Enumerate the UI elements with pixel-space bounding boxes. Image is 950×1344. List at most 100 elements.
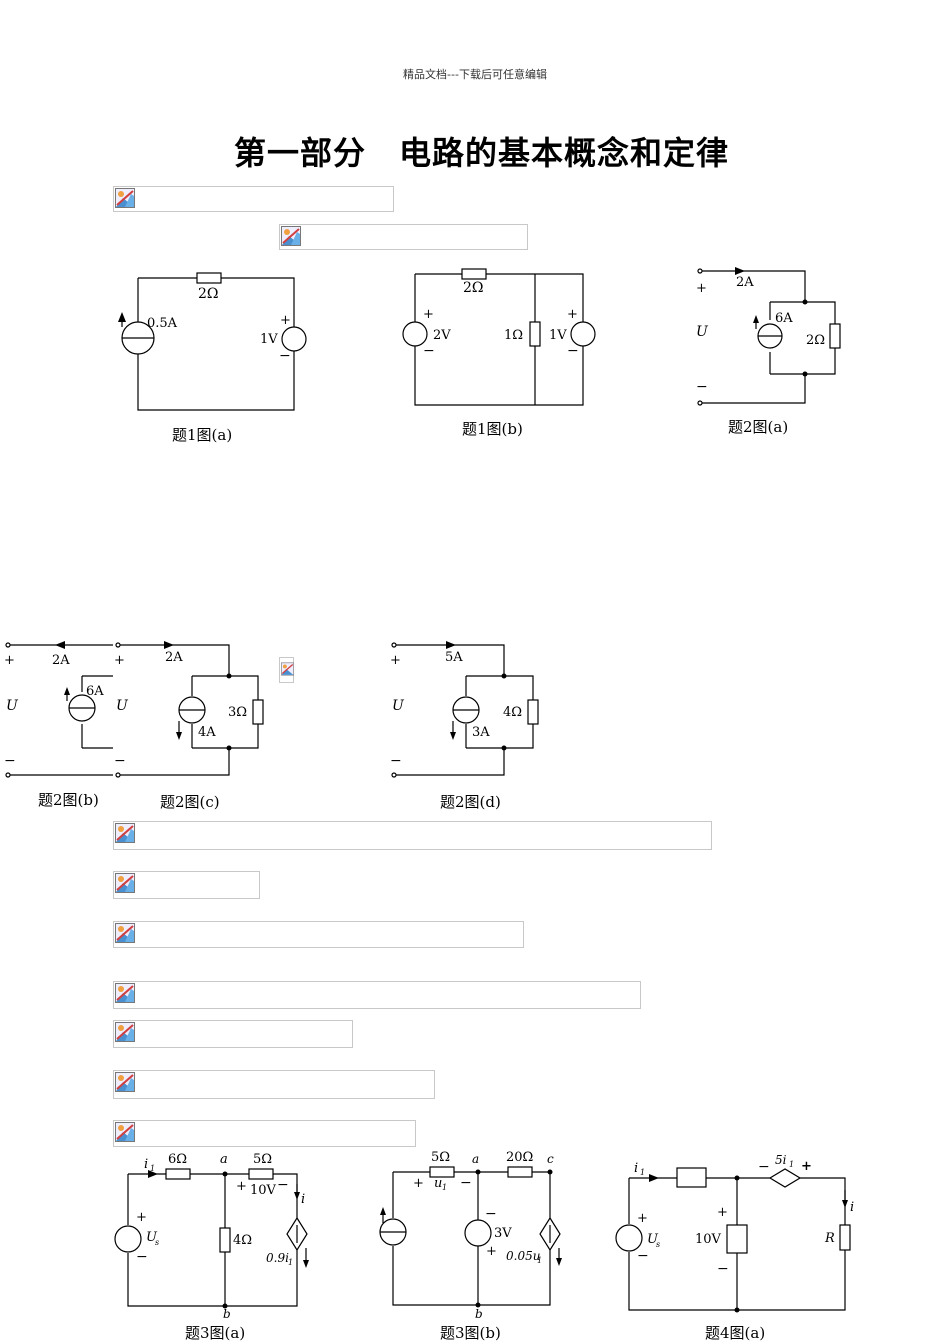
figure-caption: 题2图(b) [38, 791, 99, 809]
plus-sign: + [280, 313, 291, 328]
minus-sign: − [567, 343, 579, 359]
plus-sign: + [413, 1176, 424, 1191]
resistance-label: 1Ω [504, 328, 523, 343]
voltage-symbol: U [146, 1230, 158, 1245]
minus-sign: − [485, 1206, 497, 1222]
broken-image-icon [115, 1022, 135, 1042]
image-placeholder [113, 1020, 353, 1048]
subscript: 1 [150, 1164, 155, 1173]
broken-image-icon [115, 923, 135, 943]
image-placeholder [279, 224, 528, 250]
broken-image-icon [115, 188, 135, 208]
subscript: 1 [789, 1160, 794, 1169]
subscript: 1 [640, 1168, 645, 1177]
image-placeholder [279, 657, 294, 683]
minus-sign: − [277, 1177, 289, 1193]
broken-image-icon [115, 823, 135, 843]
figure-caption: 题2图(a) [728, 418, 788, 436]
image-placeholder [113, 981, 641, 1009]
circuit-fig2b: 2A 6A U + − 题2图(b) [4, 641, 113, 809]
figure-caption: 题1图(b) [462, 420, 523, 438]
current-label: 2A [736, 275, 754, 290]
circuit-fig1b: 2Ω 2V + − 1Ω 1V + − 题1图(b) [402, 268, 596, 438]
voltage-symbol: U [392, 698, 405, 714]
source-label: 6A [775, 311, 793, 326]
current-symbol: i [634, 1161, 638, 1176]
voltage-symbol: u [434, 1176, 442, 1191]
voltage-label: 1V [549, 328, 567, 343]
minus-sign: − [114, 753, 126, 769]
minus-sign: − [696, 379, 708, 395]
figure-caption: 题3图(a) [185, 1324, 245, 1342]
node-label: b [223, 1307, 231, 1321]
current-symbol: i [850, 1200, 854, 1215]
image-placeholder [113, 1070, 435, 1099]
voltage-label: 1V [260, 332, 278, 347]
resistance-label: 4Ω [503, 705, 522, 720]
plus-sign: + [114, 653, 125, 668]
circuit-fig3a: i 1 6Ω a 5Ω + 10V − i 4Ω + U s − 0.9i 1 … [114, 1152, 309, 1342]
voltage-label: 10V [695, 1232, 722, 1247]
voltage-symbol: U [647, 1232, 659, 1247]
broken-image-icon [281, 662, 294, 676]
circuit-fig1a: 2Ω 0.5A 1V + − 题1图(a) [118, 272, 307, 444]
circuit-fig4a: i 1 − 5i 1 + i + U s − + 10V − R 题4图(a) [615, 1153, 854, 1342]
resistance-label: 20Ω [506, 1150, 533, 1165]
plus-sign: + [637, 1211, 648, 1226]
voltage-label: 3V [494, 1226, 512, 1241]
plus-sign: + [236, 1179, 247, 1194]
minus-sign: − [423, 343, 435, 359]
broken-image-icon [115, 1072, 135, 1092]
plus-sign: + [136, 1210, 147, 1225]
source-label: 4A [198, 725, 216, 740]
subscript: 1 [288, 1258, 293, 1267]
plus-sign: + [717, 1205, 728, 1220]
plus-sign: + [567, 307, 578, 322]
resistance-label: 4Ω [233, 1233, 252, 1248]
voltage-symbol: U [6, 698, 19, 714]
subscript: 1 [537, 1256, 542, 1265]
broken-image-icon [281, 226, 301, 246]
node-label: a [220, 1152, 228, 1167]
minus-sign: − [717, 1261, 729, 1277]
subscript: s [656, 1240, 660, 1249]
voltage-symbol: U [116, 698, 129, 714]
resistance-label: 2Ω [806, 333, 825, 348]
resistance-label: 2Ω [198, 286, 219, 302]
broken-image-icon [115, 1122, 135, 1142]
source-label: 3A [472, 725, 490, 740]
resistance-label: 6Ω [168, 1152, 187, 1167]
plus-sign: + [390, 653, 401, 668]
voltage-label: 10V [250, 1183, 277, 1198]
resistance-label: 2Ω [463, 280, 484, 296]
node-label: b [475, 1307, 483, 1321]
current-symbol: i [144, 1157, 148, 1172]
source-label: 6A [86, 684, 104, 699]
current-label: 0.5A [147, 316, 178, 331]
dependent-source-label: 0.9i [266, 1251, 289, 1265]
document-header-banner: 精品文档---下载后可任意编辑 [403, 68, 547, 81]
minus-sign: − [758, 1159, 770, 1175]
plus-sign: + [423, 307, 434, 322]
dependent-source-label: 5i [775, 1153, 787, 1167]
image-placeholder [113, 821, 712, 850]
circuit-fig3b: 5Ω a 20Ω c + u 1 − − 3V + 0.05u 1 b 题3图(… [379, 1150, 562, 1342]
resistance-label: 3Ω [228, 705, 247, 720]
node-label: c [547, 1152, 554, 1166]
minus-sign: − [390, 753, 402, 769]
current-label: 5A [445, 650, 463, 665]
image-placeholder [113, 871, 260, 899]
circuit-fig2a: 2A 6A 2Ω U + − 题2图(a) [696, 267, 841, 436]
resistance-label: 5Ω [431, 1150, 450, 1165]
minus-sign: − [460, 1175, 472, 1191]
node-label: a [472, 1152, 479, 1166]
resistance-label: 5Ω [253, 1152, 272, 1167]
dependent-source-label: 0.05u [506, 1249, 540, 1263]
figure-caption: 题3图(b) [440, 1324, 501, 1342]
minus-sign: − [279, 348, 291, 364]
broken-image-icon [115, 873, 135, 893]
voltage-label: 2V [433, 328, 451, 343]
circuit-fig2c: 2A 4A 3Ω U + − 题2图(c) [114, 641, 264, 811]
minus-sign: − [637, 1248, 649, 1264]
page-title: 第一部分 电路的基本概念和定律 [233, 134, 729, 172]
